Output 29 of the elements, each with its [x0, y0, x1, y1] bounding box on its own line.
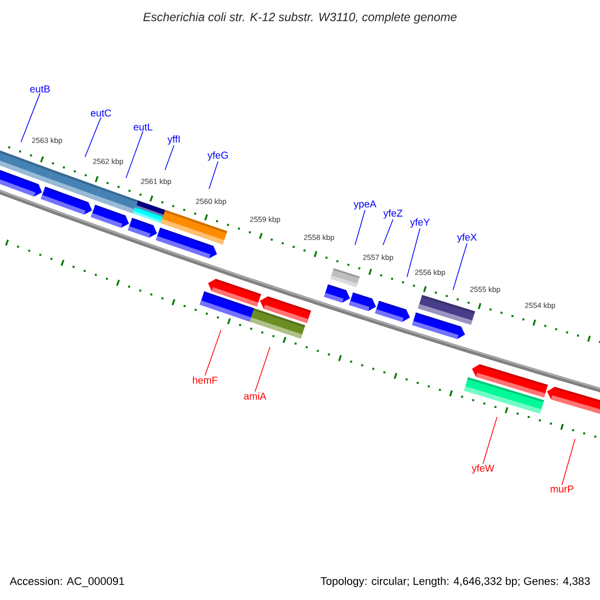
gene-label: yfeW	[472, 464, 494, 474]
leader-line	[208, 160, 218, 190]
gene-label: eutL	[134, 124, 152, 130]
footer-text: Topology: circular; Length: 4,646,332 bp; Genes: 4,383	[320, 576, 590, 588]
leader-line	[382, 218, 394, 246]
leader-line	[254, 346, 270, 392]
gene-label: yffI	[167, 135, 180, 145]
leader-line	[406, 228, 420, 278]
leader-line	[164, 144, 174, 170]
gene-label: amiA	[244, 392, 266, 400]
gene-label: hemF	[192, 376, 218, 384]
leader-line	[452, 242, 468, 290]
gene-label: ypeA	[354, 200, 376, 210]
gene-label: eutC	[90, 109, 112, 117]
leader-line	[354, 210, 366, 246]
gene-label: yfeY	[410, 218, 430, 228]
gene-label: yfeX	[457, 233, 477, 243]
footer-text: Accession: AC_000091	[10, 576, 124, 588]
leader-line	[482, 416, 498, 464]
title: Escherichia coli str. K-12 substr. W3110, complete genome	[143, 12, 457, 24]
gene-label: yfeG	[208, 151, 228, 161]
leader-line	[84, 116, 102, 158]
leader-line	[562, 438, 576, 486]
leader-line	[126, 130, 144, 178]
gene-label: eutB	[30, 86, 50, 92]
leader-line	[20, 92, 40, 142]
leader-line	[204, 330, 222, 376]
gene-label: murP	[550, 486, 574, 492]
gene-label: yfeZ	[383, 209, 402, 219]
